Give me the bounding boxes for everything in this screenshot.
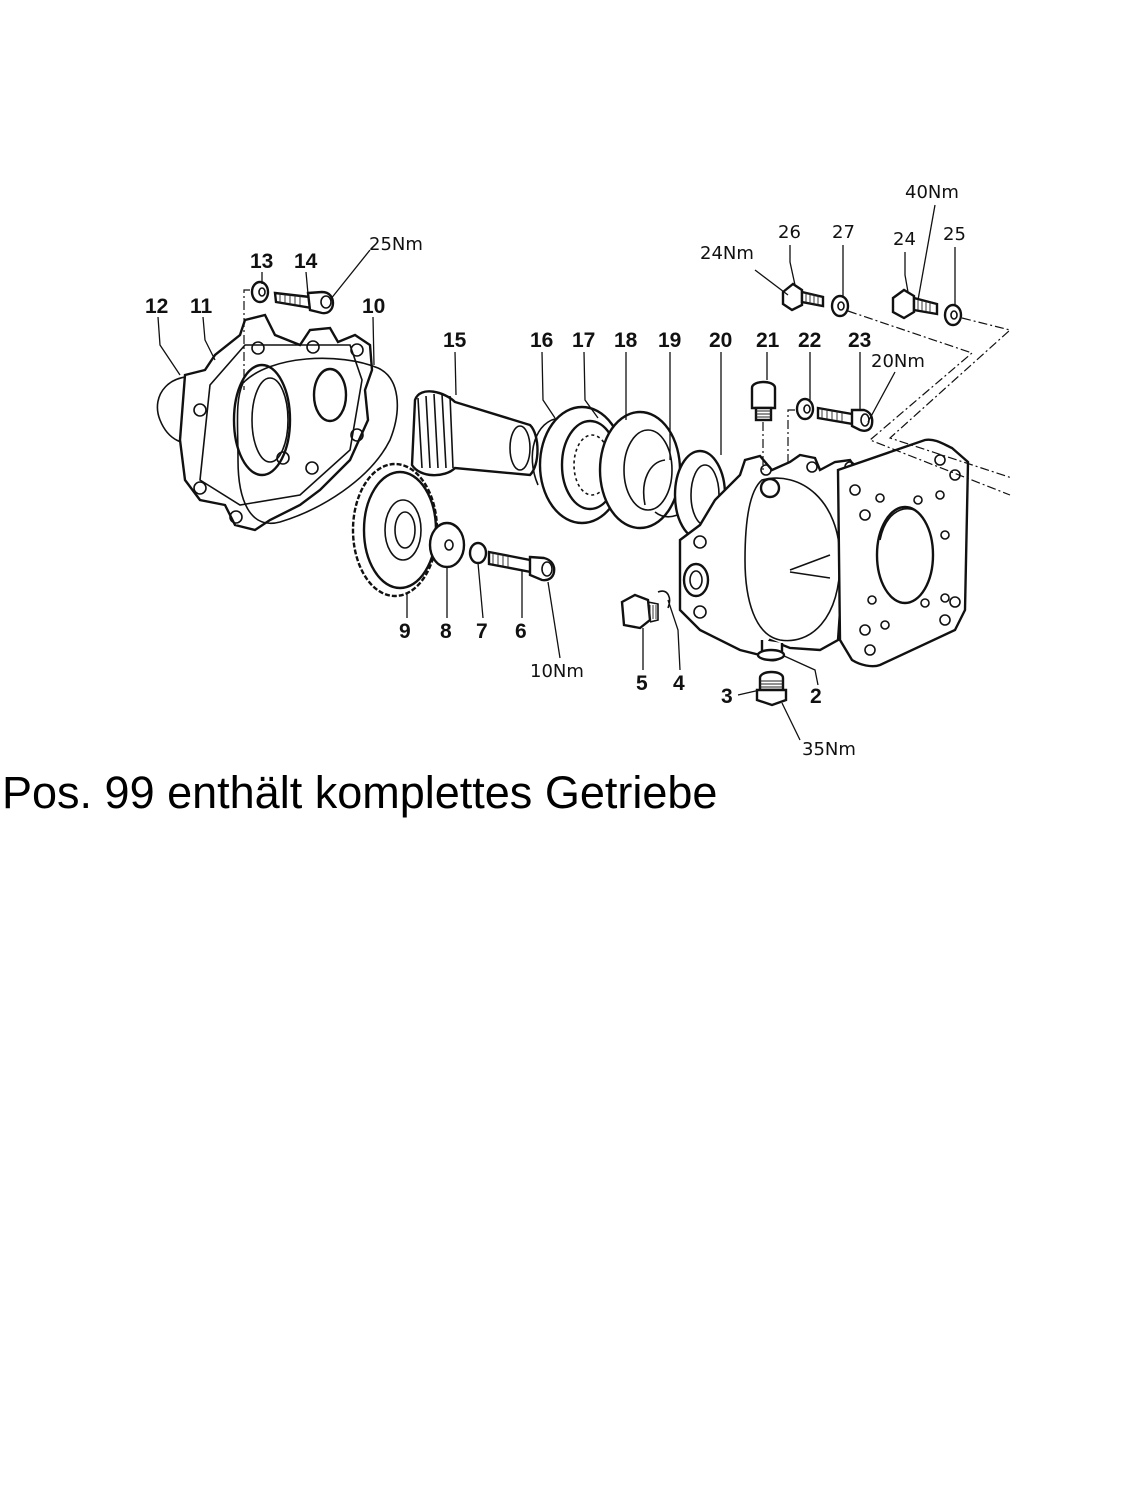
plug-5 xyxy=(620,593,659,630)
screw-14 xyxy=(273,290,335,315)
plug-21 xyxy=(750,380,777,422)
exploded-gearbox-diagram: 12 11 13 14 10 15 16 17 18 19 20 21 22 2… xyxy=(145,182,1013,760)
washer-13 xyxy=(250,280,270,304)
pos-11: 11 xyxy=(190,295,213,318)
washer-8 xyxy=(428,521,466,569)
pos-13: 13 xyxy=(250,250,273,273)
pos-17: 17 xyxy=(572,329,595,352)
torque-screw-24: 40Nm xyxy=(905,182,959,203)
washer-22 xyxy=(795,397,815,421)
pos-27: 27 xyxy=(832,222,855,243)
pos-4: 4 xyxy=(673,672,685,695)
pos-25: 25 xyxy=(943,224,966,245)
pos-20: 20 xyxy=(709,329,732,352)
gasket-10 xyxy=(236,357,399,525)
pos-19: 19 xyxy=(658,329,681,352)
caption-text: Pos. 99 enthält komplettes Getriebe xyxy=(2,767,718,818)
torque-screw-23: 20Nm xyxy=(871,351,925,372)
sealing-ring-2 xyxy=(756,648,786,662)
gear-9 xyxy=(351,462,439,598)
pos-18: 18 xyxy=(614,329,638,352)
pos-12: 12 xyxy=(145,295,168,318)
sealing-ring-4 xyxy=(657,590,671,609)
mounting-flange xyxy=(836,438,970,668)
torque-screw-14: 25Nm xyxy=(369,234,423,255)
pos-23: 23 xyxy=(848,329,871,352)
pos-10: 10 xyxy=(362,295,385,318)
pos-3: 3 xyxy=(721,685,733,708)
pos-2: 2 xyxy=(810,685,822,708)
pos-6: 6 xyxy=(515,620,527,643)
pos-24: 24 xyxy=(893,229,916,250)
washer-27 xyxy=(830,294,850,318)
pos-22: 22 xyxy=(798,329,821,352)
pos-8: 8 xyxy=(440,620,452,643)
pos-26: 26 xyxy=(778,222,801,243)
drain-plug-3 xyxy=(755,670,788,707)
screw-6 xyxy=(487,550,556,582)
lock-washer-7 xyxy=(468,541,488,565)
torque-screw-26: 24Nm xyxy=(700,243,754,264)
washer-25 xyxy=(943,303,963,327)
pos-7: 7 xyxy=(476,620,488,643)
screw-23 xyxy=(816,406,874,432)
pos-16: 16 xyxy=(530,329,553,352)
pos-9: 9 xyxy=(399,620,411,643)
torque-labels: 25Nm 10Nm 35Nm 20Nm 24Nm 40Nm xyxy=(369,182,959,760)
pinion-shaft-15 xyxy=(410,390,539,477)
pos-14: 14 xyxy=(294,250,318,273)
ring-18 xyxy=(598,410,682,530)
torque-plug-3: 35Nm xyxy=(802,739,856,760)
cover-11 xyxy=(178,313,374,532)
pos-21: 21 xyxy=(756,329,780,352)
pos-5: 5 xyxy=(636,672,648,695)
screw-24 xyxy=(891,288,939,320)
position-labels: 12 11 13 14 10 15 16 17 18 19 20 21 22 2… xyxy=(145,222,966,708)
pos-15: 15 xyxy=(443,329,467,352)
torque-screw-6: 10Nm xyxy=(530,661,584,682)
screw-26 xyxy=(781,282,825,312)
